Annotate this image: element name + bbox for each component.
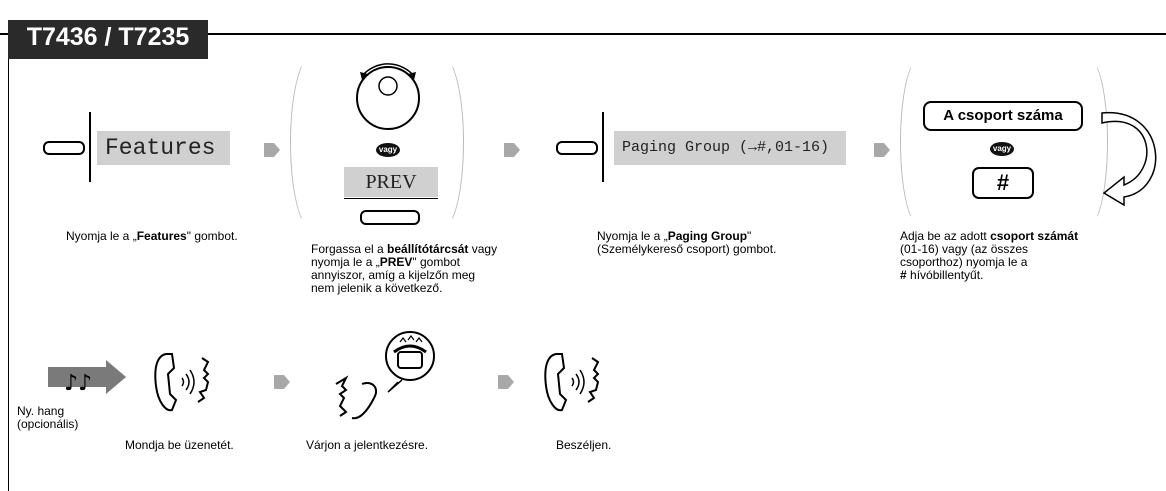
caption-features: Nyomja le a „Features" gombot. [66, 229, 238, 243]
header-rule [0, 33, 1166, 35]
page-title: T7436 / T7235 [26, 23, 190, 51]
vagy-badge: vagy [990, 142, 1014, 156]
jog-dial-icon[interactable] [348, 58, 428, 138]
paren-left [290, 55, 334, 230]
flexible-button[interactable] [556, 141, 598, 155]
flexible-button[interactable] [43, 141, 85, 155]
handset-talk-icon [544, 353, 600, 412]
left-margin-rule [8, 59, 9, 491]
arrow-right-icon [504, 143, 520, 157]
arrow-right-icon [874, 143, 890, 157]
paren-right [1068, 57, 1108, 227]
arrow-right-icon [498, 375, 514, 389]
arrow-right-icon [274, 375, 290, 389]
caption-talk: Beszéljen. [556, 438, 612, 452]
arrow-right-icon [264, 143, 280, 157]
lcd-paging-group: Paging Group (→#,01-16) [614, 131, 846, 165]
svg-text:♪♪: ♪♪ [64, 371, 92, 396]
caption-wait: Várjon a jelentkezésre. [306, 438, 429, 452]
display-divider [89, 112, 91, 182]
hash-key-button[interactable]: # [972, 167, 1034, 199]
handset-talk-icon [154, 353, 210, 412]
vagy-badge: vagy [376, 143, 400, 157]
display-underline [344, 198, 438, 199]
caption-speak-message: Mondja be üzenetét. [125, 438, 234, 452]
ringing-phone-icon [335, 331, 435, 420]
display-divider [602, 112, 604, 182]
paren-left [900, 57, 940, 227]
repeat-arrow-icon [1101, 112, 1157, 207]
prev-button[interactable] [360, 210, 420, 225]
caption-group: Adja be az adott csoport számát (01-16) … [900, 229, 1079, 282]
tone-caption: Ny. hang (opcionális) [17, 404, 79, 431]
tone-arrow-icon: ♪♪ [48, 360, 126, 396]
group-number-button[interactable]: A csoport száma [923, 101, 1083, 131]
lcd-prev: PREV [344, 167, 438, 197]
paren-right [420, 55, 464, 230]
title-box [8, 20, 208, 59]
caption-paging: Nyomja le a „Paging Group" (Személykeres… [597, 229, 777, 256]
lcd-features: Features [97, 131, 230, 165]
caption-dial: Forgassa el a beállítótárcsát vagy nyomj… [311, 242, 498, 295]
